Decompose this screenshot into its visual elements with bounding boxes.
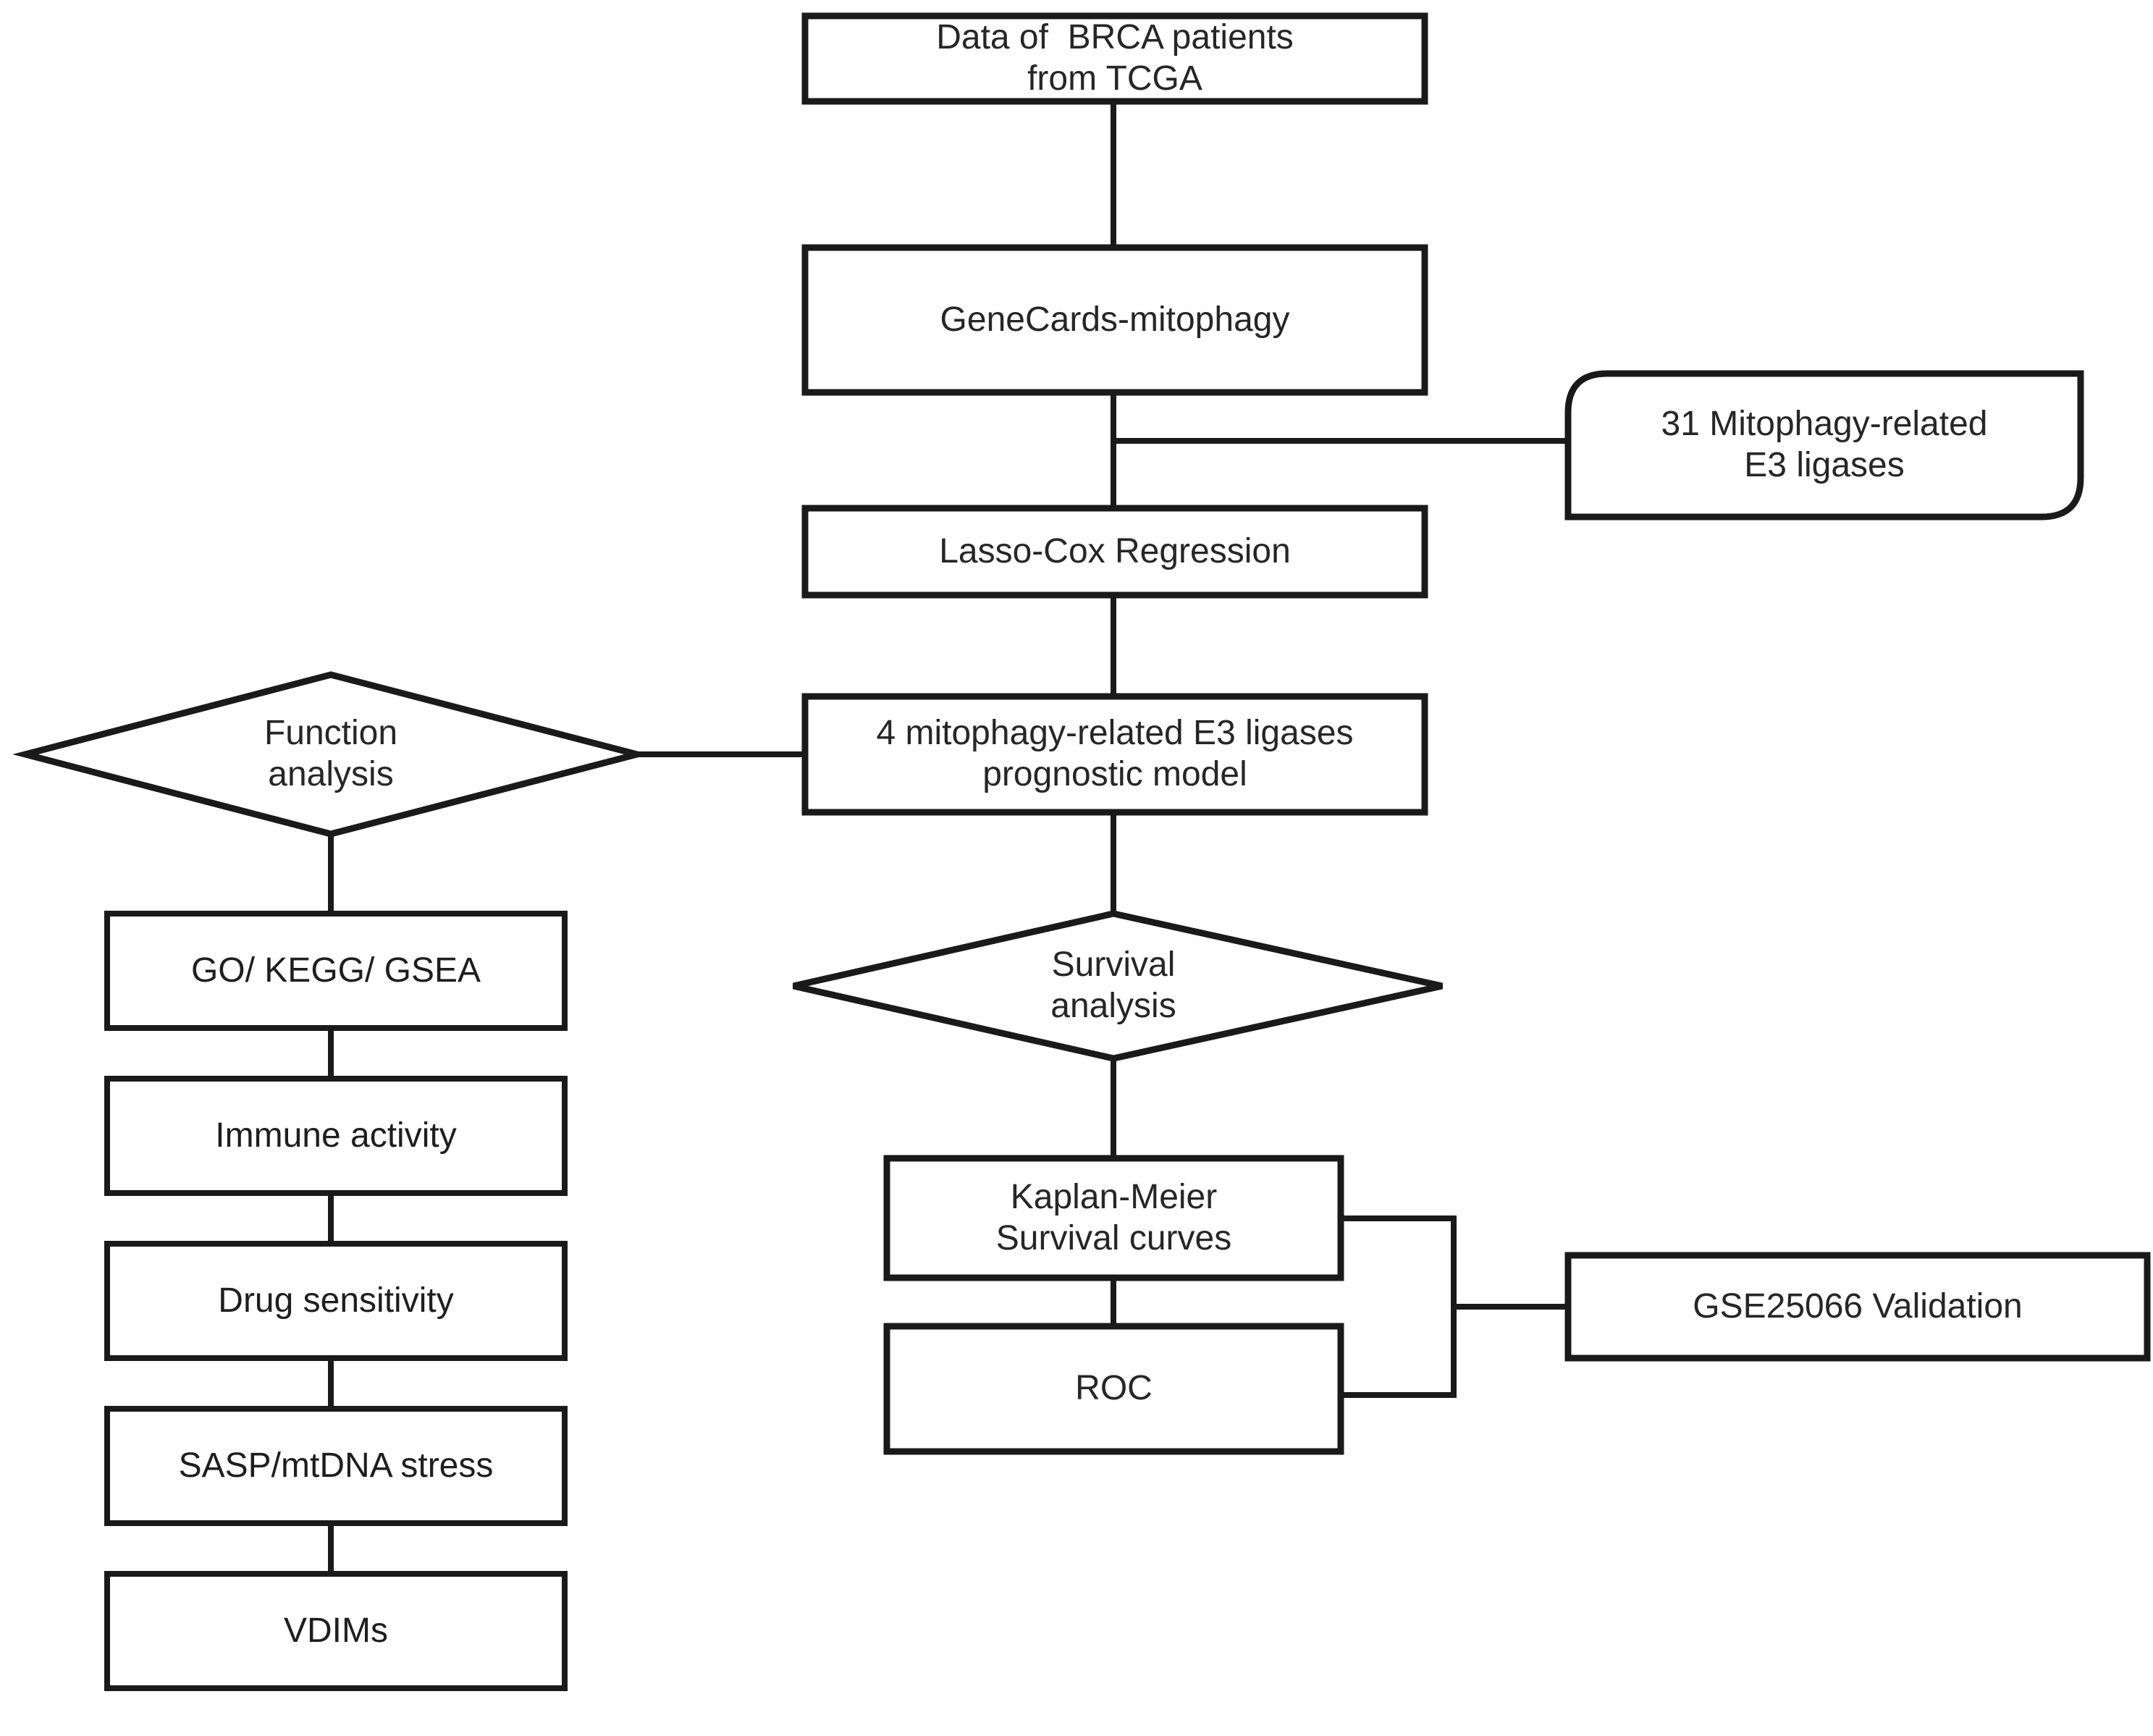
node-kaplan-meier[interactable] (883, 1155, 1344, 1281)
node-e3-ligases[interactable] (1564, 370, 2084, 521)
node-genecards[interactable] (801, 244, 1428, 396)
node-vdims[interactable] (104, 1571, 568, 1691)
node-survival-analysis[interactable] (793, 910, 1443, 1062)
node-prognostic-model[interactable] (801, 693, 1428, 816)
node-go-kegg-gsea[interactable] (104, 911, 568, 1031)
connector-km-bracket (1341, 1215, 1457, 1398)
node-gse25066-validation[interactable] (1564, 1252, 2151, 1362)
node-roc[interactable] (883, 1323, 1344, 1455)
node-immune-activity[interactable] (104, 1076, 568, 1196)
node-lasso-cox[interactable] (801, 505, 1428, 599)
node-drug-sensitivity[interactable] (104, 1241, 568, 1361)
node-sasp-mtdna-stress[interactable] (104, 1406, 568, 1526)
node-function-analysis[interactable] (12, 671, 650, 838)
node-data-source[interactable] (801, 12, 1428, 105)
